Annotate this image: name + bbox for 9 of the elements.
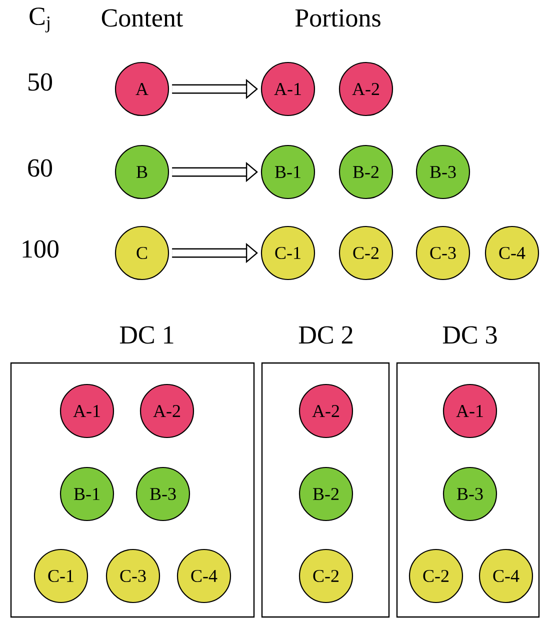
value-label: 100: [22, 240, 58, 258]
value-label: 60: [28, 159, 52, 177]
node-label: DC 2: [298, 326, 352, 344]
node-label: DC 3: [442, 326, 497, 344]
column-heading: Content: [102, 9, 184, 27]
value-label: 50: [28, 73, 52, 91]
column-heading: Portions: [295, 9, 380, 27]
node-label: DC 1: [120, 326, 174, 344]
column-heading: C$_{j}$: [30, 8, 50, 32]
